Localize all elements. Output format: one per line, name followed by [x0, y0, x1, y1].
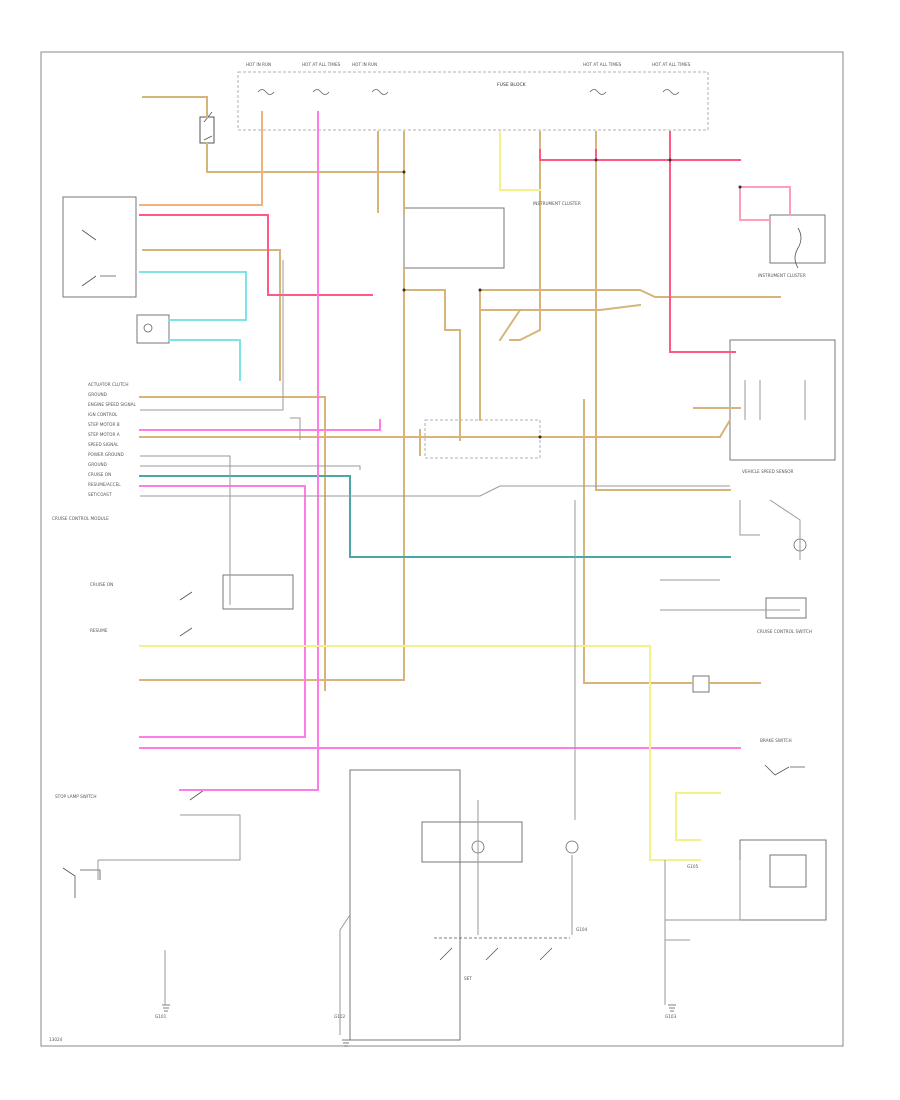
- label-g105: G105: [687, 864, 699, 869]
- diode-connector: [692, 675, 710, 693]
- left-switch-box: [62, 196, 137, 298]
- label-instrument-cluster-1: INSTRUMENT CLUSTER: [758, 273, 806, 278]
- module-pin-8: GROUND: [88, 462, 107, 467]
- label-stop-lamp-switch: STOP LAMP SWITCH: [55, 794, 97, 799]
- instrument-cluster-box: [769, 214, 826, 264]
- cruise-switch-contacts: [179, 591, 193, 637]
- label-resume: RESUME: [90, 628, 108, 633]
- label-cruise-on: CRUISE ON: [90, 582, 113, 587]
- bottom-right-relay-box: [739, 839, 827, 921]
- label-hot-at-all-times-2: HOT AT ALL TIMES: [583, 62, 622, 67]
- light-pink-wires: [739, 186, 791, 221]
- module-pin-labels: ACTUATOR CLUTCH GROUND ENGINE SPEED SIGN…: [88, 382, 137, 497]
- yellow-wires: [139, 131, 721, 861]
- label-g101: G101: [155, 1014, 167, 1019]
- module-dashed-box: [424, 419, 541, 459]
- label-g103: G103: [665, 1014, 677, 1019]
- module-pin-1: GROUND: [88, 392, 107, 397]
- module-pin-0: ACTUATOR CLUTCH: [88, 382, 128, 387]
- module-pin-5: STEP MOTOR A: [88, 432, 120, 437]
- bottom-switches: [434, 937, 570, 961]
- stop-lamp-switch-symbol: [189, 789, 215, 801]
- bottom-center-inner: [421, 821, 523, 863]
- diagram-frame: [40, 51, 844, 1047]
- fuse-symbols: [257, 89, 680, 95]
- cruise-switch-box: [222, 574, 294, 610]
- magenta-wires: [139, 111, 741, 791]
- module-pin-4: STEP MOTOR B: [88, 422, 120, 427]
- cyan-wires: [139, 271, 247, 381]
- central-relay-box: [403, 207, 505, 269]
- instrument-cluster-coil: [794, 227, 802, 269]
- teal-wires: [139, 475, 731, 558]
- label-brake-switch: BRAKE SWITCH: [760, 738, 792, 743]
- gray-wires: [97, 260, 806, 1035]
- module-pin-3: IGN CONTROL: [88, 412, 118, 417]
- bottom-center-box: [349, 769, 461, 1041]
- label-cruise-control-switch: CRUISE CONTROL SWITCH: [757, 629, 812, 634]
- tan-wires: [139, 96, 781, 691]
- label-vehicle-speed-sensor: VEHICLE SPEED SENSOR: [742, 469, 794, 474]
- label-instrument-cluster-2: INSTRUMENT CLUSTER: [533, 201, 581, 206]
- label-set: SET: [464, 976, 472, 981]
- label-hot-in-run-2: HOT IN RUN: [352, 62, 377, 67]
- ground-symbols: [162, 1004, 676, 1047]
- right-switch-box: [729, 339, 836, 461]
- brake-switch-symbol: [764, 764, 805, 776]
- label-hot-in-run-1: HOT IN RUN: [246, 62, 271, 67]
- left-switch-contacts: [81, 229, 116, 287]
- label-hot-at-all-times-1: HOT AT ALL TIMES: [302, 62, 341, 67]
- diagram-code: 13024: [49, 1037, 63, 1042]
- module-pin-2: ENGINE SPEED SIGNAL: [88, 402, 137, 407]
- orange-wires: [139, 111, 263, 206]
- lamp-symbols: [143, 323, 807, 854]
- fuse-block-outline: [237, 71, 709, 131]
- label-fuse-block: FUSE BLOCK: [497, 82, 527, 88]
- bottom-left-relay: [62, 867, 101, 898]
- label-cruise-control-module: CRUISE CONTROL MODULE: [52, 516, 109, 521]
- module-pin-6: SPEED SIGNAL: [88, 442, 119, 447]
- module-pin-7: POWER GROUND: [88, 452, 124, 457]
- label-hot-at-all-times-3: HOT AT ALL TIMES: [652, 62, 691, 67]
- module-pin-11: SET/COAST: [88, 492, 112, 497]
- connection-dots: [402, 158, 742, 439]
- label-g104: G104: [576, 927, 588, 932]
- top-left-relay: [199, 116, 215, 144]
- cruise-control-switch-box: [765, 597, 807, 619]
- small-connector-box: [136, 314, 170, 344]
- module-pin-10: RESUME/ACCEL: [88, 482, 121, 487]
- module-pin-9: CRUISE ON: [88, 472, 111, 477]
- bottom-right-relay-inner: [769, 854, 807, 888]
